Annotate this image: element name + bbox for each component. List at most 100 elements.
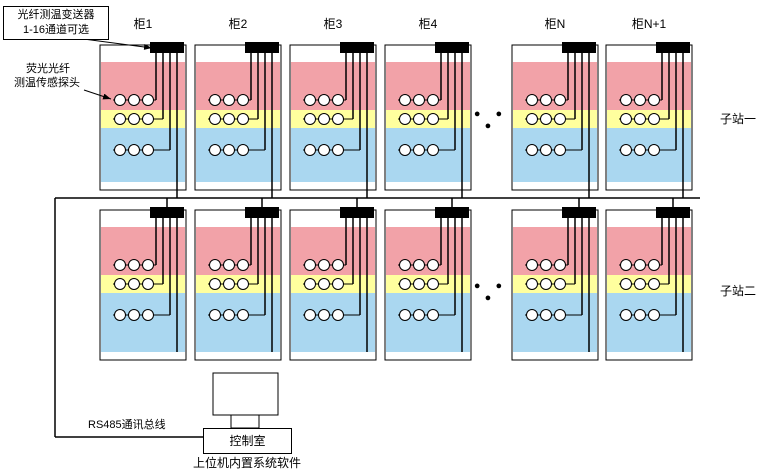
cabinet-band-blue: [386, 128, 470, 182]
sensor-probe-circle: [648, 309, 660, 321]
control-room-box: 控制室: [203, 428, 292, 454]
sensor-probe-circle: [209, 113, 221, 125]
sensor-probe-circle: [648, 259, 660, 271]
sensor-probe-circle: [634, 259, 646, 271]
probe-note: 荧光光纤 测温传感探头: [14, 62, 94, 90]
cabinet-label-3: 柜3: [323, 17, 343, 31]
sensor-probe-circle: [304, 278, 316, 290]
sensor-probe-circle: [540, 113, 552, 125]
sensor-probe-circle: [554, 278, 566, 290]
sensor-probe-circle: [648, 113, 660, 125]
transmitter-bar: [340, 42, 374, 53]
transmitter-bar: [435, 42, 469, 53]
sensor-probe-circle: [114, 113, 126, 125]
cabinet-label-4: 柜4: [418, 17, 438, 31]
sensor-probe-circle: [634, 309, 646, 321]
cabinet-band-blue: [607, 128, 691, 182]
sensor-probe-circle: [526, 278, 538, 290]
transmitter-bar: [245, 42, 279, 53]
cabinet-band-blue: [101, 128, 185, 182]
sensor-probe-circle: [237, 278, 249, 290]
sensor-probe-circle: [304, 113, 316, 125]
substation-label-1: 子站一: [720, 112, 757, 126]
sensor-probe-circle: [554, 113, 566, 125]
sensor-probe-circle: [399, 94, 411, 106]
sensor-probe-circle: [318, 259, 330, 271]
transmitter-bar: [656, 42, 690, 53]
cabinet-band-blue: [196, 128, 280, 182]
sensor-probe-circle: [620, 309, 632, 321]
sensor-probe-circle: [526, 94, 538, 106]
sensor-probe-circle: [304, 144, 316, 156]
ellipsis-row1: ● ● ●: [473, 108, 509, 132]
sensor-probe-circle: [413, 309, 425, 321]
sensor-probe-circle: [413, 144, 425, 156]
sensor-probe-circle: [209, 309, 221, 321]
probe-note-line2: 测温传感探头: [14, 77, 80, 89]
sensor-probe-circle: [128, 259, 140, 271]
sensor-probe-circle: [540, 94, 552, 106]
sensor-probe-circle: [304, 94, 316, 106]
sensor-probe-circle: [427, 259, 439, 271]
sensor-probe-circle: [540, 144, 552, 156]
sensor-probe-circle: [142, 259, 154, 271]
sensor-probe-circle: [427, 278, 439, 290]
sensor-probe-circle: [427, 309, 439, 321]
sensor-probe-circle: [399, 309, 411, 321]
monitor: [212, 372, 279, 416]
sensor-probe-circle: [304, 259, 316, 271]
cabinet-band-blue: [196, 293, 280, 352]
sensor-probe-circle: [114, 278, 126, 290]
sensor-probe-circle: [399, 278, 411, 290]
sensor-probe-circle: [554, 309, 566, 321]
sensor-probe-circle: [223, 94, 235, 106]
sensor-probe-circle: [526, 259, 538, 271]
transmitter-bar: [562, 207, 596, 218]
sensor-probe-circle: [318, 113, 330, 125]
cabinet-band-blue: [513, 293, 597, 352]
sensor-probe-circle: [128, 94, 140, 106]
sensor-probe-circle: [318, 144, 330, 156]
sensor-probe-circle: [332, 144, 344, 156]
transmitter-bar: [340, 207, 374, 218]
sensor-probe-circle: [634, 113, 646, 125]
sensor-probe-circle: [413, 259, 425, 271]
sensor-probe-circle: [318, 309, 330, 321]
sensor-probe-circle: [332, 113, 344, 125]
sensor-probe-circle: [332, 309, 344, 321]
cabinet-band-blue: [291, 128, 375, 182]
sensor-probe-circle: [142, 94, 154, 106]
cabinet-band-blue: [101, 293, 185, 352]
transmitter-bar: [150, 42, 184, 53]
sensor-probe-circle: [648, 278, 660, 290]
sensor-probe-circle: [399, 144, 411, 156]
sensor-probe-circle: [399, 259, 411, 271]
sensor-probe-circle: [540, 278, 552, 290]
sensor-probe-circle: [332, 259, 344, 271]
cabinet-label-n1: 柜N+1: [631, 17, 667, 31]
sensor-probe-circle: [413, 278, 425, 290]
sensor-probe-circle: [304, 309, 316, 321]
sensor-probe-circle: [318, 278, 330, 290]
sensor-probe-circle: [114, 259, 126, 271]
sensor-probe-circle: [634, 278, 646, 290]
sensor-probe-circle: [237, 94, 249, 106]
sensor-probe-circle: [209, 259, 221, 271]
cabinet-band-blue: [607, 293, 691, 352]
probe-arrow: [83, 89, 112, 100]
sensor-probe-circle: [427, 94, 439, 106]
transmitter-bar: [150, 207, 184, 218]
transmitter-note-line1: 光纤测温变送器: [17, 9, 95, 21]
sensor-probe-circle: [114, 309, 126, 321]
sensor-probe-circle: [142, 144, 154, 156]
sensor-probe-circle: [413, 113, 425, 125]
ellipsis-row2: ● ● ●: [473, 280, 509, 304]
transmitter-bar: [435, 207, 469, 218]
sensor-probe-circle: [128, 144, 140, 156]
sensor-probe-circle: [648, 94, 660, 106]
cabinet-band-blue: [386, 293, 470, 352]
sensor-probe-circle: [237, 144, 249, 156]
sensor-probe-circle: [540, 259, 552, 271]
